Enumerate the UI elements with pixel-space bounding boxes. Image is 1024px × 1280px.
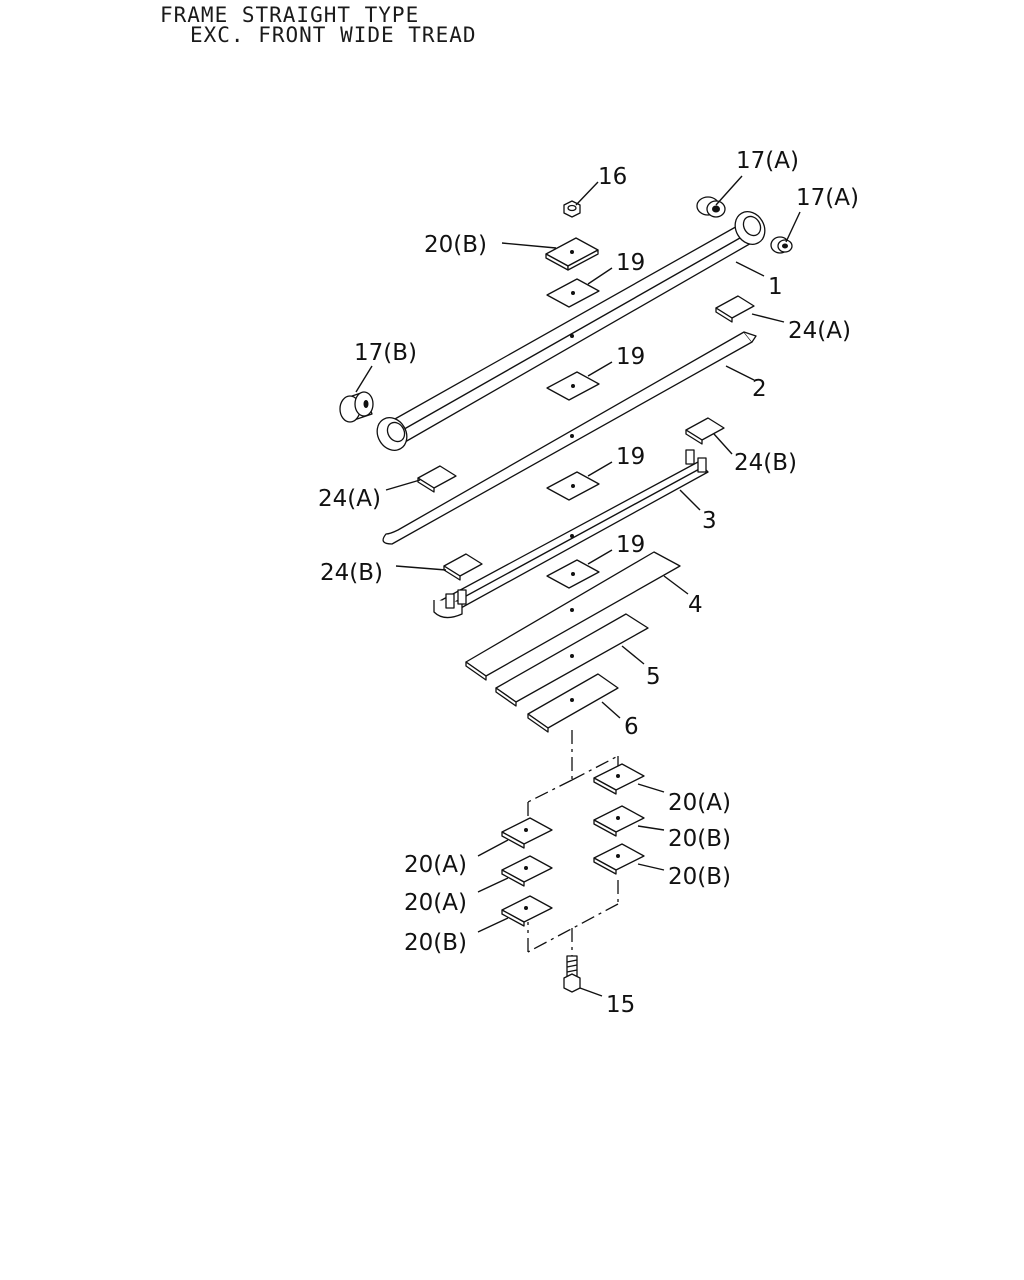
callout-20a-right: 20(A) xyxy=(668,790,731,816)
callout-24a-left: 24(A) xyxy=(318,486,381,512)
part-17b-bushing xyxy=(339,391,374,423)
callout-17a-2: 17(A) xyxy=(796,185,859,211)
callout-20b-left: 20(B) xyxy=(404,930,467,956)
callout-6: 6 xyxy=(624,714,639,740)
callout-15: 15 xyxy=(606,992,635,1018)
callout-4: 4 xyxy=(688,592,703,618)
callout-19-4: 19 xyxy=(616,532,645,558)
part-19-plate-1 xyxy=(546,278,600,308)
callout-5: 5 xyxy=(646,664,661,690)
callout-19-3: 19 xyxy=(616,444,645,470)
part-19-plate-3 xyxy=(546,471,600,501)
diagram-header: FRAME STRAIGHT TYPE EXC. FRONT WIDE TREA… xyxy=(160,3,477,47)
part-19-plate-4 xyxy=(546,559,600,589)
callout-3: 3 xyxy=(702,508,717,534)
callout-17b: 17(B) xyxy=(354,340,417,366)
callout-2: 2 xyxy=(752,376,767,402)
callout-19-2: 19 xyxy=(616,344,645,370)
callout-1: 1 xyxy=(768,274,783,300)
callout-24b-right: 24(B) xyxy=(734,450,797,476)
part-20b-plate-left xyxy=(501,895,553,927)
part-20a-plate-right xyxy=(593,763,645,795)
leader-lines xyxy=(355,175,801,997)
part-20b-plate-right-2 xyxy=(593,843,645,875)
part-20a-plate-left-1 xyxy=(501,817,553,849)
header-line-1: FRAME STRAIGHT TYPE xyxy=(160,3,420,27)
callout-20b-top: 20(B) xyxy=(424,232,487,258)
callout-20a-left-1: 20(A) xyxy=(404,852,467,878)
part-3-third-leaf xyxy=(433,449,709,619)
centerline-bracket xyxy=(527,730,619,958)
part-4-fourth-leaf xyxy=(465,551,681,681)
header-line-2: EXC. FRONT WIDE TREAD xyxy=(190,23,477,47)
part-19-plate-2 xyxy=(546,371,600,401)
part-15-center-bolt xyxy=(563,955,581,993)
part-24b-pad-right xyxy=(685,417,725,445)
part-20b-top-plate xyxy=(545,237,599,271)
part-20a-plate-left-2 xyxy=(501,855,553,887)
part-2-second-leaf xyxy=(382,331,757,545)
part-1-main-leaf xyxy=(376,211,766,451)
part-17a-bushing-2 xyxy=(770,236,793,254)
callout-19-1: 19 xyxy=(616,250,645,276)
part-5-fifth-leaf xyxy=(495,613,649,707)
callout-24a-right: 24(A) xyxy=(788,318,851,344)
callout-20b-right-2: 20(B) xyxy=(668,864,731,890)
part-6-sixth-leaf xyxy=(527,673,619,733)
part-24b-pad-left xyxy=(443,553,483,581)
part-20b-plate-right-1 xyxy=(593,805,645,837)
part-24a-pad-right xyxy=(715,295,755,323)
callout-24b-left: 24(B) xyxy=(320,560,383,586)
callout-20a-left-2: 20(A) xyxy=(404,890,467,916)
part-17a-bushing-1 xyxy=(696,196,726,218)
callout-17a-1: 17(A) xyxy=(736,148,799,174)
callout-16: 16 xyxy=(598,164,627,190)
part-24a-pad-left xyxy=(417,465,457,493)
callout-20b-right-1: 20(B) xyxy=(668,826,731,852)
